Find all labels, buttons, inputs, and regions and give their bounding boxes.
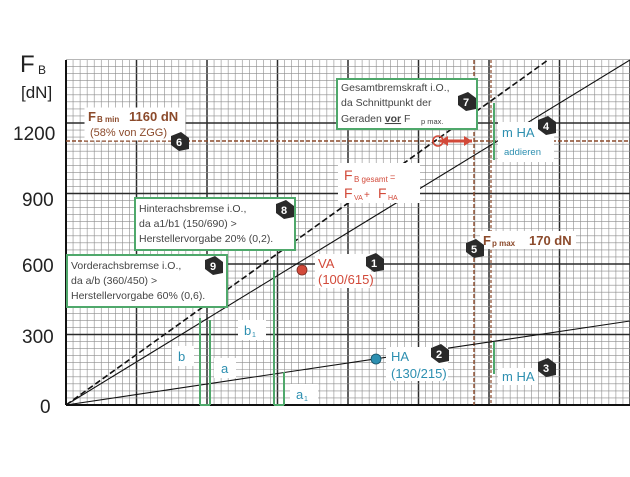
ha-label: HA <box>391 349 409 364</box>
fb-total-f1: F <box>344 185 353 201</box>
svg-text:2: 2 <box>436 349 442 361</box>
front-axle-callout <box>66 254 228 308</box>
y-tick-label: 1200 <box>13 124 55 145</box>
fb-min-callout <box>84 107 186 141</box>
svg-text:4: 4 <box>543 121 550 133</box>
total-brake-callout <box>336 78 478 130</box>
a1-label-bg <box>290 384 318 404</box>
mha-callout <box>498 368 538 385</box>
rear-axle-callout <box>134 197 296 251</box>
fb-total-s2: HA <box>388 195 398 202</box>
fb-total-sub: B gesamt <box>354 175 389 184</box>
total-brake-line2: da Schnittpunkt der <box>341 97 432 109</box>
b-label-bg <box>172 346 194 366</box>
mha-add-note: addieren <box>504 147 541 158</box>
ha-value: (130/215) <box>391 366 447 381</box>
badge-9: 9 <box>205 256 223 275</box>
rear-axle-line <box>65 320 630 406</box>
mha-add-label: m HA <box>502 125 535 140</box>
fb-total-callout <box>338 163 420 203</box>
fp-max-callout <box>480 231 576 249</box>
ha-point <box>370 353 382 365</box>
badge-2: 2 <box>431 344 449 363</box>
fb-total-f: F <box>344 167 353 183</box>
y-axis-symbol: F <box>20 51 35 78</box>
b1-subscript: 1 <box>252 332 256 339</box>
va-label: VA <box>318 256 335 271</box>
shift-arrow <box>432 135 472 147</box>
total-brake-line1: Gesamtbremskraft i.O., <box>341 82 450 94</box>
badge-1: 1 <box>366 253 384 272</box>
b1-label: b <box>244 323 251 338</box>
badge-6: 6 <box>171 132 189 151</box>
fp-max-title: F <box>483 233 491 248</box>
a-label-bg <box>214 358 236 378</box>
badge-5: 5 <box>466 239 484 258</box>
rear-axle-line1: Hinterachsbremse i.O., <box>139 203 246 215</box>
svg-text:6: 6 <box>176 137 182 149</box>
badge-3: 3 <box>538 358 556 377</box>
y-tick-label: 600 <box>22 256 54 277</box>
badge-4: 4 <box>538 116 556 135</box>
svg-text:5: 5 <box>471 244 477 256</box>
rear-axle-line2: da a1/b1 (150/690) > <box>139 218 237 230</box>
fb-min-subscript: B min <box>97 115 119 124</box>
svg-text:3: 3 <box>543 363 549 375</box>
fb-min-note: (58% von ZGG) <box>90 127 167 139</box>
front-axle-line <box>65 59 630 406</box>
front-axle-line3: Herstellervorgabe 60% (0,6). <box>71 290 205 302</box>
svg-text:8: 8 <box>281 205 287 217</box>
fb-total-eq: = <box>390 172 395 182</box>
rear-axle-line3: Herstellervorgabe 20% (0,2). <box>139 233 273 245</box>
front-axle-line1: Vorderachsbremse i.O., <box>71 260 181 272</box>
measurement-brackets <box>199 103 495 406</box>
front-axle-line2: da a/b (360/450) > <box>71 275 157 287</box>
fb-total-s1: VA <box>354 195 363 202</box>
fb-min-value: 1160 dN <box>129 109 178 124</box>
a1-subscript: 1 <box>304 396 308 403</box>
b1-label-bg <box>238 320 266 340</box>
y-tick-label: 300 <box>22 327 54 348</box>
mha-label: m HA <box>502 369 535 384</box>
y-tick-label: 900 <box>22 190 54 211</box>
svg-text:9: 9 <box>210 261 216 273</box>
y-axis-unit: [dN] <box>21 83 52 102</box>
a1-label: a <box>296 387 304 402</box>
y-axis-subscript: B <box>38 63 46 77</box>
svg-text:1: 1 <box>371 258 377 270</box>
fp-max-value: 170 dN <box>529 233 572 248</box>
badge-7: 7 <box>458 92 476 111</box>
fb-total-f2: F <box>378 185 387 201</box>
badge-8: 8 <box>276 200 294 219</box>
y-tick-label: 0 <box>40 397 51 418</box>
va-point <box>296 264 308 276</box>
fb-total-plus: + <box>364 190 370 201</box>
svg-text:7: 7 <box>463 97 469 109</box>
fb-min-title: F <box>88 109 96 124</box>
va-callout <box>315 254 371 288</box>
b-label: b <box>178 349 185 364</box>
total-brake-line3-sub: p max. <box>421 117 444 126</box>
fp-max-subscript: p max <box>492 239 516 248</box>
a-label: a <box>221 361 229 376</box>
total-brake-line3: Geraden vor F <box>341 113 410 125</box>
va-value: (100/615) <box>318 272 374 287</box>
